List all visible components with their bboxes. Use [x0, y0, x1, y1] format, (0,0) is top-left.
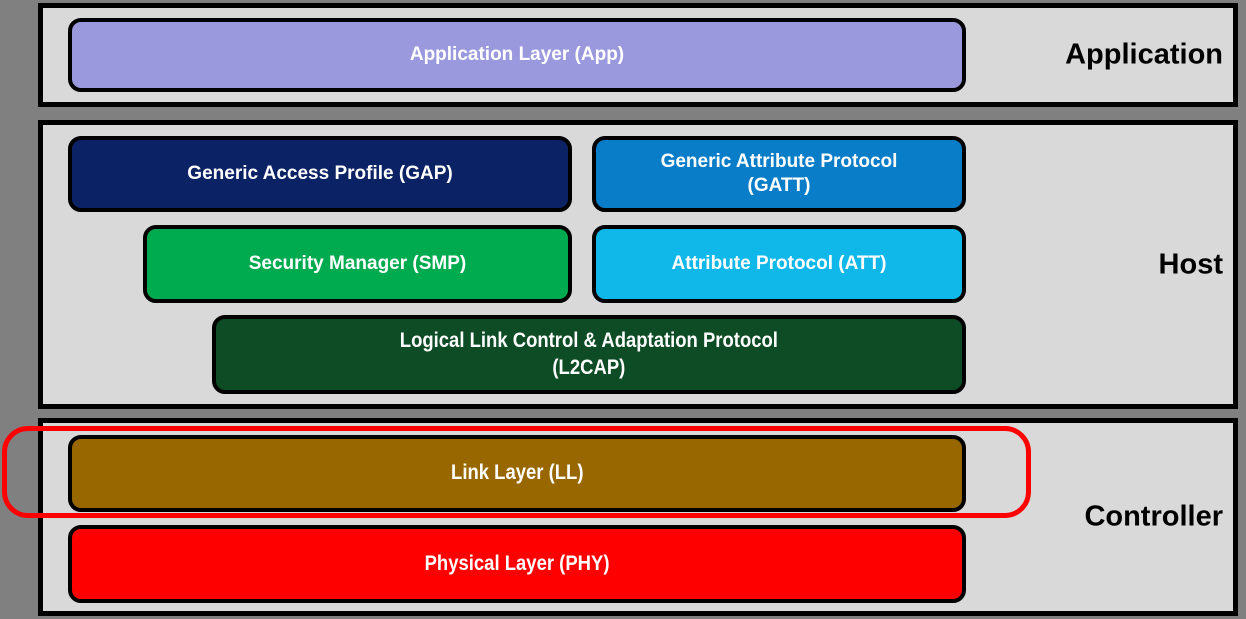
box-application-layer-label: Application Layer (App) — [409, 44, 625, 66]
box-att-label: Attribute Protocol (ATT) — [671, 253, 887, 275]
box-smp-label: Security Manager (SMP) — [248, 253, 467, 275]
box-link-layer: Link Layer (LL) — [68, 435, 966, 512]
section-host: Generic Access Profile (GAP) Generic Att… — [38, 120, 1238, 409]
section-controller: Link Layer (LL) Physical Layer (PHY) Con… — [38, 418, 1238, 616]
section-application: Application Layer (App) Application — [38, 3, 1238, 107]
section-label-application: Application — [1065, 38, 1223, 71]
box-link-layer-label: Link Layer (LL) — [450, 461, 584, 485]
box-security-manager: Security Manager (SMP) — [143, 225, 572, 303]
box-gap-label: Generic Access Profile (GAP) — [187, 163, 453, 185]
box-physical-layer: Physical Layer (PHY) — [68, 525, 966, 603]
box-application-layer: Application Layer (App) — [68, 18, 966, 92]
box-generic-attribute-protocol: Generic Attribute Protocol (GATT) — [592, 136, 966, 212]
box-attribute-protocol: Attribute Protocol (ATT) — [592, 225, 966, 303]
section-label-host: Host — [1158, 248, 1223, 280]
box-physical-layer-label: Physical Layer (PHY) — [424, 551, 610, 575]
box-gatt-label: Generic Attribute Protocol (GATT) — [660, 151, 898, 196]
section-label-controller: Controller — [1084, 500, 1223, 533]
box-l2cap: Logical Link Control & Adaptation Protoc… — [212, 315, 966, 394]
box-generic-access-profile: Generic Access Profile (GAP) — [68, 136, 572, 212]
box-l2cap-label: Logical Link Control & Adaptation Protoc… — [399, 329, 779, 379]
